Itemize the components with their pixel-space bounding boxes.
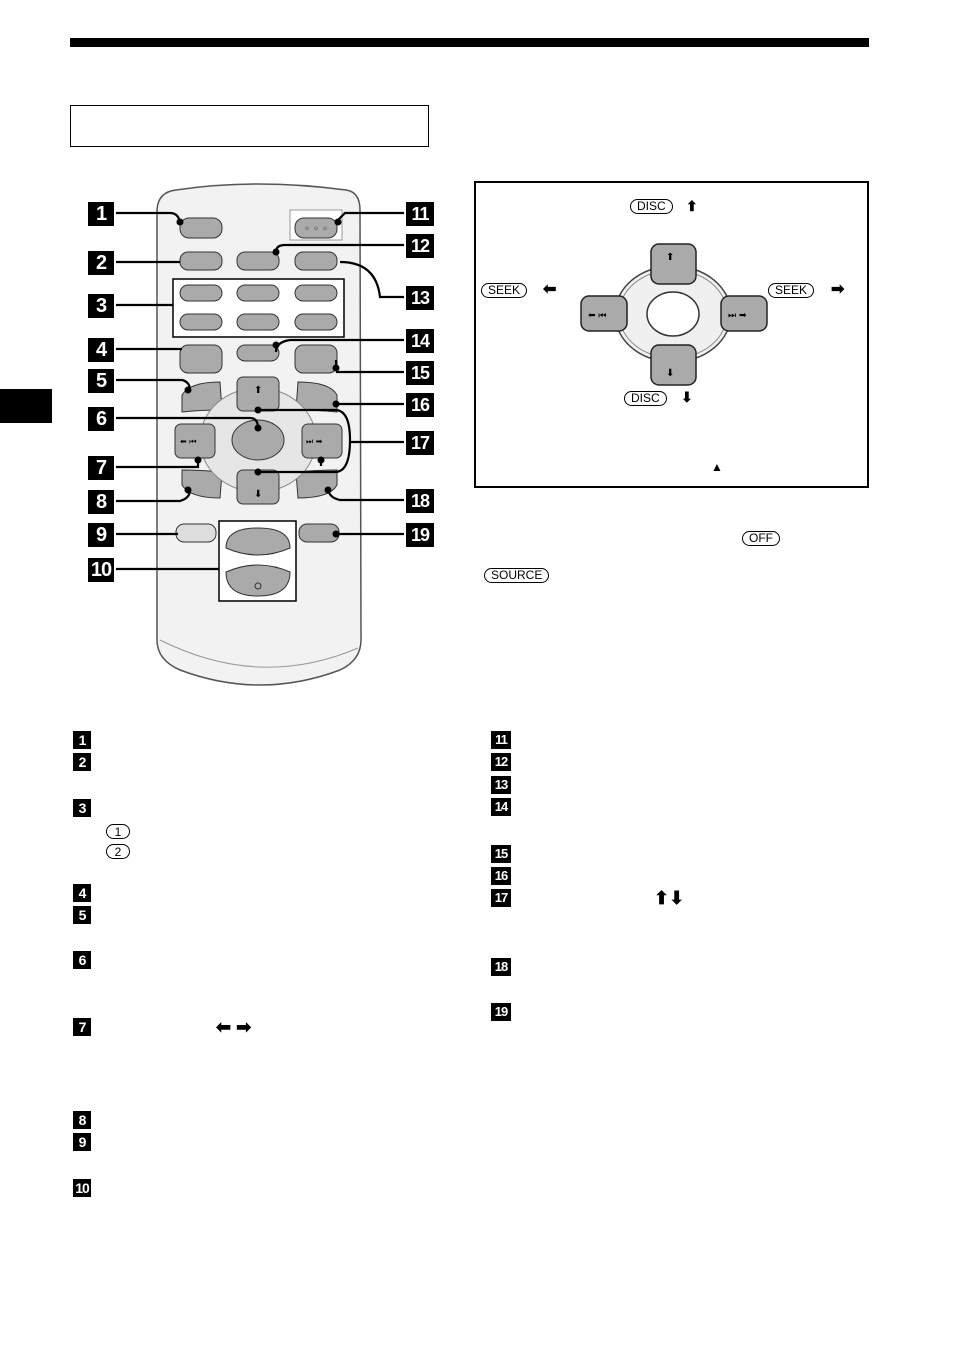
remote-button-1 <box>179 217 223 239</box>
legend-badge-9: 9 <box>73 1133 91 1151</box>
legend-badge-4: 4 <box>73 884 91 902</box>
svg-text:⬆: ⬆ <box>666 252 674 263</box>
legend-preset-2: 2 <box>106 844 130 859</box>
callout-badge-4: 4 <box>88 338 114 362</box>
remote-button-4 <box>179 344 223 374</box>
svg-text:⬅ ⏮: ⬅ ⏮ <box>588 311 607 321</box>
legend-badge-5: 5 <box>73 906 91 924</box>
inset-eject-mark: ▲ <box>711 460 723 474</box>
legend-badge-7: 7 <box>73 1018 91 1036</box>
callout-badge-8: 8 <box>88 490 114 514</box>
callout-badge-19: 19 <box>406 523 434 547</box>
remote-button-14 <box>236 344 280 362</box>
remote-button-9 <box>175 523 217 543</box>
inset-disc-label-top: DISC <box>630 199 673 214</box>
callout-badge-1: 1 <box>88 202 114 226</box>
legend-badge-6: 6 <box>73 951 91 969</box>
svg-text:⬇: ⬇ <box>254 489 262 500</box>
legend-arrows-7: ⬅ ➡ <box>216 1017 252 1037</box>
callout-badge-13: 13 <box>406 286 434 310</box>
callout-badge-3: 3 <box>88 294 114 318</box>
remote-button-15 <box>294 344 338 374</box>
legend-badge-11: 11 <box>491 731 511 749</box>
svg-text:⏭ ➡: ⏭ ➡ <box>728 311 747 321</box>
inset-up-arrow: ⬆ <box>686 198 698 214</box>
inset-center-button <box>646 291 700 337</box>
inset-seek-label-right: SEEK <box>768 283 815 298</box>
callout-badge-2: 2 <box>88 251 114 275</box>
callout-badge-5: 5 <box>88 369 114 393</box>
inset-disc-label-bottom: DISC <box>624 391 667 406</box>
legend-badge-18: 18 <box>491 958 511 976</box>
inset-seek-label-left: SEEK <box>481 283 528 298</box>
legend-badge-14: 14 <box>491 798 511 816</box>
section-title-box <box>70 105 429 147</box>
callout-badge-18: 18 <box>406 489 434 513</box>
callout-badge-16: 16 <box>406 393 434 417</box>
svg-text:⬇: ⬇ <box>666 368 674 379</box>
legend-badge-1: 1 <box>73 731 91 749</box>
legend-arrows-17: ⬆⬇ <box>654 888 685 908</box>
callout-badge-6: 6 <box>88 407 114 431</box>
svg-text:⏭ ➡: ⏭ ➡ <box>306 437 323 446</box>
remote-button-2 <box>179 251 223 271</box>
legend-badge-19: 19 <box>491 1003 511 1021</box>
legend-badge-15: 15 <box>491 845 511 863</box>
off-button-label: OFF <box>742 531 780 546</box>
inset-down-arrow: ⬇ <box>681 389 693 405</box>
callout-badge-7: 7 <box>88 456 114 480</box>
legend-badge-3: 3 <box>73 799 91 817</box>
legend-badge-8: 8 <box>73 1111 91 1129</box>
svg-text:⬅ ⏮: ⬅ ⏮ <box>180 437 196 446</box>
source-button-label: SOURCE <box>484 568 550 583</box>
remote-diagram: ◦ ◦ ◦ ⬆ ⬇ ⬅ ⏮ ⏭ ➡ <box>116 181 869 686</box>
callout-badge-14: 14 <box>406 329 434 353</box>
legend-badge-13: 13 <box>491 776 511 794</box>
legend-badge-12: 12 <box>491 753 511 771</box>
legend-badge-10: 10 <box>73 1179 91 1197</box>
svg-text:◦ ◦ ◦: ◦ ◦ ◦ <box>304 224 328 235</box>
inset-right-arrow: ➡ <box>831 281 845 298</box>
top-rule <box>70 38 869 47</box>
legend-badge-16: 16 <box>491 867 511 885</box>
callout-badge-9: 9 <box>88 523 114 547</box>
section-tab-marker <box>0 389 52 423</box>
legend-badge-17: 17 <box>491 889 511 907</box>
callout-badge-17: 17 <box>406 431 434 455</box>
callout-badge-12: 12 <box>406 234 434 258</box>
callout-badge-15: 15 <box>406 361 434 385</box>
inset-left-arrow: ⬅ <box>543 281 557 298</box>
legend-badge-2: 2 <box>73 753 91 771</box>
remote-button-12 <box>236 251 280 271</box>
remote-button-13 <box>294 251 338 271</box>
callout-badge-11: 11 <box>406 202 434 226</box>
remote-center-button <box>231 419 285 461</box>
legend-preset-1: 1 <box>106 824 130 839</box>
callout-badge-10: 10 <box>88 558 114 582</box>
svg-text:⬆: ⬆ <box>254 385 262 396</box>
remote-button-11 <box>294 217 338 239</box>
